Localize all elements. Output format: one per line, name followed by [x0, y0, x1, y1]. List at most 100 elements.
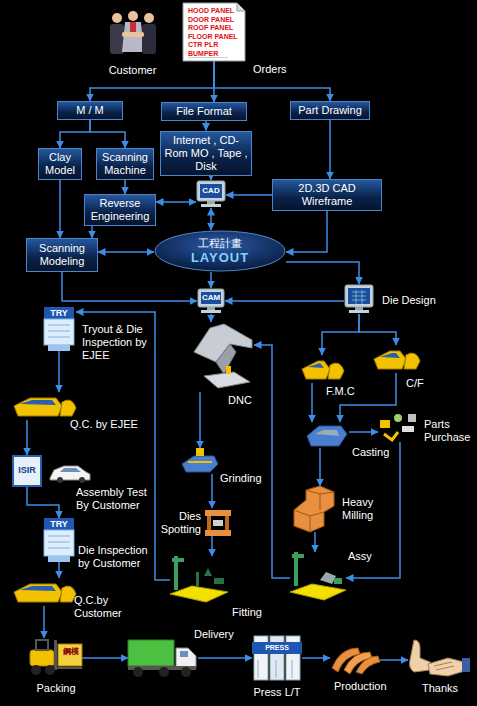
- flow-arrow: [210, 272, 212, 288]
- flow-arrow: [91, 226, 93, 238]
- node-label: Grinding: [220, 472, 270, 485]
- grinding-machine-drawing: [180, 448, 220, 474]
- truck-icon: Delivery: [128, 638, 198, 678]
- forklift-icon: 鋼模Packing: [30, 638, 82, 678]
- node-label: Parts Purchase: [424, 418, 474, 444]
- node-label: Delivery: [194, 628, 244, 641]
- flow-arrow: [254, 345, 290, 578]
- flow-arrow: [286, 262, 359, 284]
- node-label: Q.C. by EJEE: [70, 418, 140, 431]
- parts-icon-drawing: [378, 412, 422, 442]
- grinding-machine: Grinding: [180, 448, 220, 474]
- node-label: Assembly Test By Customer: [76, 486, 152, 512]
- node-text: Scanning Machine: [100, 151, 150, 177]
- fmc-die: F.M.C: [300, 355, 344, 383]
- node-label: HOOD PANEL: [188, 7, 244, 15]
- flow-arrow: [156, 201, 196, 203]
- fmc-die-drawing: [300, 355, 344, 383]
- production-icon: Production: [330, 644, 380, 674]
- production-icon-drawing: [330, 644, 380, 674]
- node-text: M / M: [76, 104, 104, 117]
- node-label: CAD: [196, 186, 226, 196]
- node-label: Customer: [97, 64, 168, 77]
- tryout-station: TRYTryout & Die Inspection by EJEE: [42, 307, 76, 351]
- node-label: CAM: [197, 293, 225, 303]
- node-label: Assy: [348, 550, 378, 563]
- flow-arrow: [211, 474, 213, 508]
- node-text: File Format: [176, 105, 232, 118]
- node-text: Part Drawing: [298, 104, 362, 117]
- press-line-icon: PRESSPress L/T: [252, 636, 302, 680]
- dnc-machine-drawing: [190, 322, 254, 392]
- customer-icon: Customer: [105, 8, 160, 60]
- flow-arrow: [26, 420, 28, 455]
- fitting-icon-drawing: [170, 556, 228, 604]
- node-label: 鋼模: [60, 647, 82, 657]
- process-box: Internet , CD-Rom MO , Tape , Disk: [160, 131, 252, 176]
- node-label: C/F: [406, 377, 436, 390]
- node-label: CTR PLR: [188, 41, 244, 49]
- node-text: Internet , CD-Rom MO , Tape , Disk: [164, 134, 248, 173]
- flow-arrow: [314, 532, 316, 552]
- handshake-icon: Thanks: [408, 640, 470, 680]
- layout-ellipse: 工程計畫LAYOUT: [154, 230, 286, 272]
- flow-arrow: [62, 272, 197, 301]
- spotting-press: Dies Spotting: [203, 508, 233, 536]
- flow-arrow: [205, 121, 207, 131]
- node-label: Fitting: [232, 606, 272, 619]
- node-label: ISIR: [12, 465, 42, 476]
- flow-arrow: [359, 314, 396, 345]
- flow-arrow: [198, 657, 252, 659]
- order-sheet: HOOD PANELDOOR PANELROOF PANELFLOOR PANE…: [183, 3, 245, 61]
- node-text: Reverse Engineering: [88, 197, 152, 223]
- flow-arrow: [226, 194, 272, 196]
- node-label: Die Design: [382, 294, 446, 307]
- flow-arrow: [225, 300, 344, 302]
- flow-arrow: [286, 211, 327, 252]
- milling-icon: Heavy Milling: [290, 486, 338, 532]
- node-label: Packing: [30, 682, 82, 695]
- node-text: 工程計畫: [198, 237, 242, 250]
- cad-monitor: CAD: [196, 180, 226, 208]
- dnc-machine: DNC: [190, 322, 254, 392]
- flow-arrow: [90, 61, 214, 101]
- node-label: Orders: [253, 63, 297, 76]
- flow-arrow: [58, 562, 60, 578]
- node-label: F.M.C: [326, 385, 360, 398]
- cam-monitor: CAM: [197, 288, 225, 314]
- process-box: M / M: [57, 101, 123, 120]
- milling-icon-drawing: [290, 486, 338, 532]
- flow-arrow: [340, 373, 396, 422]
- node-label: Casting: [352, 446, 402, 459]
- flow-arrow: [214, 61, 330, 101]
- flow-arrow: [124, 180, 126, 194]
- flow-arrow: [76, 312, 170, 580]
- node-label: PRESS: [252, 644, 302, 652]
- car-icon: Assembly Test By Customer: [48, 462, 92, 484]
- flow-arrow: [349, 431, 378, 433]
- node-label: FLOOR PANEL: [188, 33, 244, 41]
- flow-arrow: [311, 383, 313, 422]
- flow-arrow: [211, 536, 213, 556]
- node-label: Dies Spotting: [155, 510, 201, 536]
- assembly-icon: Assy: [290, 552, 346, 602]
- node-label: Press L/T: [247, 686, 307, 699]
- inspection-station: TRYDie Inspection by Customer: [42, 518, 76, 562]
- node-label: Thanks: [422, 682, 470, 695]
- flow-arrow: [302, 657, 330, 659]
- node-label: BUMPER: [188, 50, 244, 58]
- node-label: DNC: [228, 394, 258, 407]
- node-text: Scanning Modeling: [30, 242, 94, 268]
- node-label: TRY: [42, 308, 76, 318]
- node-label: Production: [334, 680, 394, 693]
- node-text: Clay Model: [42, 151, 78, 177]
- process-box: Reverse Engineering: [84, 194, 156, 226]
- flow-arrow: [59, 180, 61, 238]
- node-label: DOOR PANEL: [188, 16, 244, 24]
- flow-arrow: [58, 351, 60, 392]
- process-box: Scanning Modeling: [26, 238, 98, 272]
- car-icon-drawing: [48, 462, 92, 484]
- qc-die-drawing: [12, 392, 76, 420]
- cf-die: C/F: [372, 345, 420, 373]
